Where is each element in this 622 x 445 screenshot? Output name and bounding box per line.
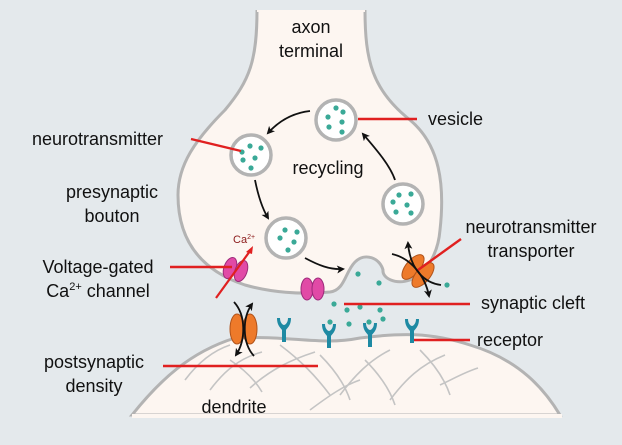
vesicle-docking xyxy=(264,216,308,260)
vesicle-top-right xyxy=(314,98,358,142)
dendrite-bottom-fill xyxy=(132,414,562,418)
postsynaptic-density-label-line1: postsynaptic xyxy=(44,352,144,372)
synaptic-cleft-label: synaptic cleft xyxy=(481,293,585,313)
receptor-label: receptor xyxy=(477,330,543,350)
axon-terminal-label-line1: axon xyxy=(291,17,330,37)
transporter-label-line2: transporter xyxy=(487,241,574,261)
vesicle-label: vesicle xyxy=(428,109,483,129)
transporter-label-line1: neurotransmitter xyxy=(465,217,596,237)
axon-terminal-cell xyxy=(176,8,444,295)
calcium-influx-arrowhead xyxy=(246,246,253,254)
dendrite-label: dendrite xyxy=(201,397,266,417)
vesicle-right-lower xyxy=(381,182,425,226)
voltage-gated-label-line1: Voltage-gated xyxy=(42,257,153,277)
receptor-1 xyxy=(277,318,291,342)
pointer-transporter xyxy=(417,238,462,271)
top-band xyxy=(0,0,622,10)
voltage-gated-label-line2: Ca2+ channel xyxy=(46,281,150,301)
presynaptic-bouton-label-line2: bouton xyxy=(84,206,139,226)
calcium-influx-arrow xyxy=(215,250,251,299)
pointer-lines xyxy=(163,117,470,368)
receptors xyxy=(277,318,419,348)
pointer-neurotransmitter xyxy=(190,137,242,153)
postsynaptic-transporter xyxy=(229,301,258,357)
vesicle-left xyxy=(229,133,273,177)
receptor-2 xyxy=(322,324,336,348)
postsynaptic-density-label-line2: density xyxy=(65,376,122,396)
receptor-4 xyxy=(405,319,419,343)
axon-terminal-label-line2: terminal xyxy=(279,41,343,61)
neurotransmitter-label: neurotransmitter xyxy=(32,129,163,149)
recycling-label: recycling xyxy=(292,158,363,178)
calcium-channel-right xyxy=(300,277,325,301)
recycling-arrows xyxy=(254,110,396,274)
released-neurotransmitters xyxy=(327,271,450,327)
presynaptic-bouton-label-line1: presynaptic xyxy=(66,182,158,202)
presynaptic-transporter xyxy=(391,241,442,298)
calcium-ion-label: Ca2+ xyxy=(233,234,255,246)
receptor-3 xyxy=(363,323,377,347)
